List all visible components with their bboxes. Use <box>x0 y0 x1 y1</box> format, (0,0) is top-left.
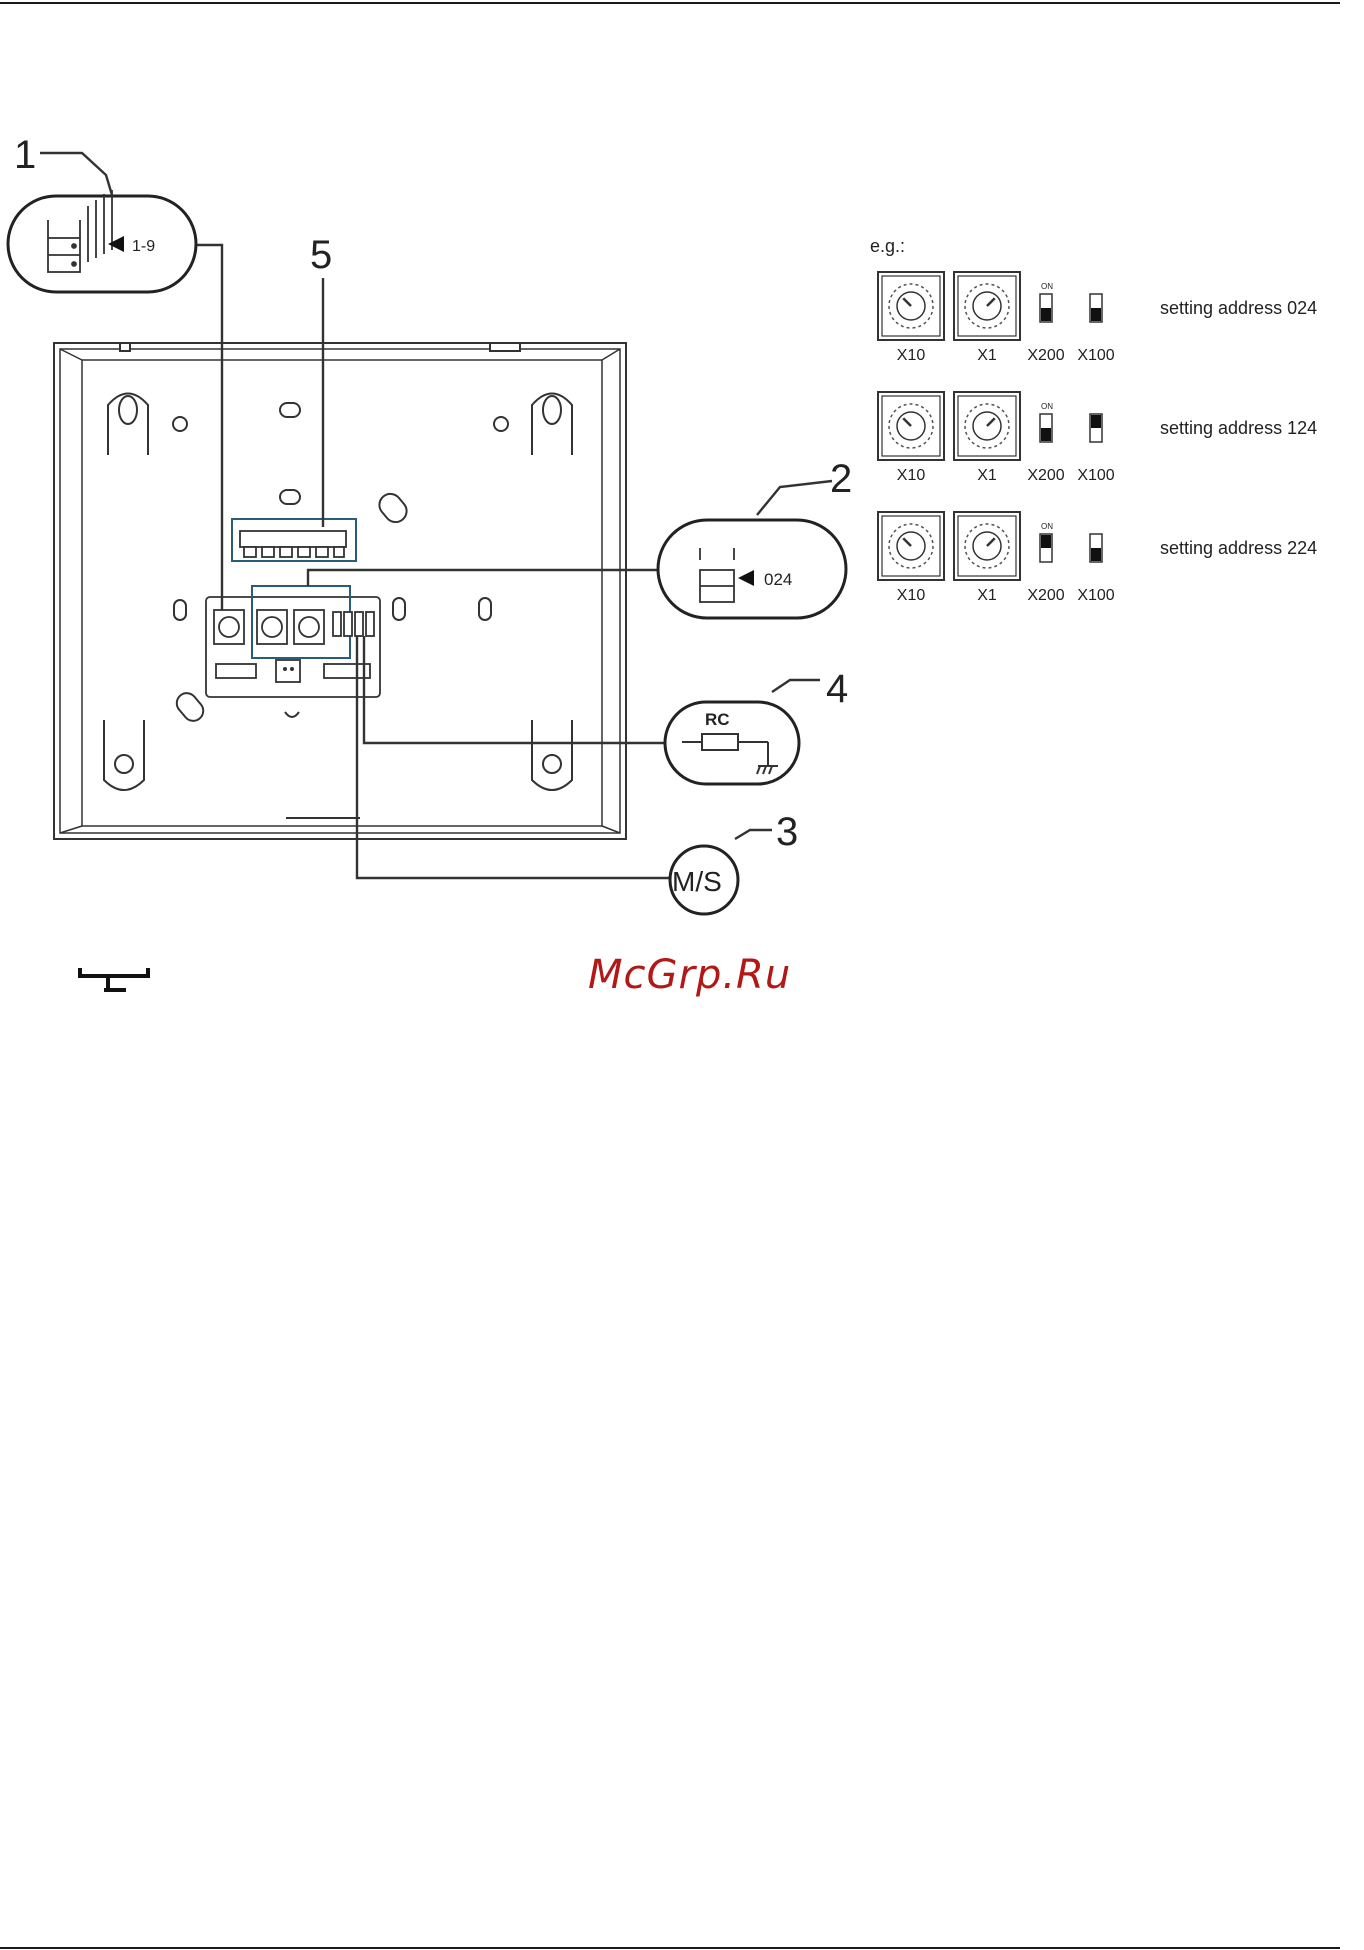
callout-2-number: 2 <box>830 457 852 501</box>
callout-1-number: 1 <box>14 133 36 177</box>
switch-label-x100: X100 <box>1077 467 1114 484</box>
callout-1-bubble <box>8 190 196 292</box>
rotary-switch-x10-icon <box>878 512 944 580</box>
example-row: X10 X1 ON X200 X100 setting address 224 <box>878 512 1317 604</box>
dip-switch-x100-icon <box>1090 534 1102 562</box>
dip-on-label: ON <box>1041 522 1053 531</box>
switch-label-x200: X200 <box>1027 347 1064 364</box>
switch-label-x10: X10 <box>897 587 926 604</box>
switch-label-x100: X100 <box>1077 587 1114 604</box>
rotary-switch-x1-icon <box>954 272 1020 340</box>
switch-label-x1: X1 <box>977 467 997 484</box>
callout-2-bubble <box>658 520 846 618</box>
range-label: 1-9 <box>132 238 155 255</box>
watermark: McGrp.Ru <box>588 952 791 998</box>
device-housing <box>54 343 626 839</box>
mounting-slots <box>104 394 572 819</box>
address-label: 024 <box>764 570 792 589</box>
switch-label-x100: X100 <box>1077 347 1114 364</box>
dip-on-label: ON <box>1041 402 1053 411</box>
switch-label-x10: X10 <box>897 347 926 364</box>
ground-symbol-icon <box>80 968 148 990</box>
rotary-switch-x10-icon <box>878 272 944 340</box>
setting-address-text: setting address 024 <box>1160 298 1317 318</box>
dip-switch-x200-icon: ON <box>1040 402 1053 442</box>
callout-3-number: 3 <box>776 810 798 854</box>
switch-label-x10: X10 <box>897 467 926 484</box>
circuit-board <box>206 586 380 697</box>
rc-label: RC <box>705 710 730 729</box>
dip-switch-x100-icon <box>1090 294 1102 322</box>
dip-on-label: ON <box>1041 282 1053 291</box>
switch-label-x200: X200 <box>1027 587 1064 604</box>
callout-4-number: 4 <box>826 667 848 711</box>
switch-label-x1: X1 <box>977 587 997 604</box>
rotary-switch-x1-icon <box>954 392 1020 460</box>
examples-eg-label: e.g.: <box>870 236 905 256</box>
dip-switch-x200-icon: ON <box>1040 522 1053 562</box>
dip-switch-x100-icon <box>1090 414 1102 442</box>
setting-address-text: setting address 224 <box>1160 538 1317 558</box>
terminal-block <box>232 519 356 561</box>
switch-label-x1: X1 <box>977 347 997 364</box>
switch-label-x200: X200 <box>1027 467 1064 484</box>
rotary-switch-x1-icon <box>954 512 1020 580</box>
ms-label: M/S <box>672 866 722 897</box>
callout-4-bubble <box>665 702 799 784</box>
callout-5-number: 5 <box>310 233 332 277</box>
setting-address-text: setting address 124 <box>1160 418 1317 438</box>
rotary-switch-x10-icon <box>878 392 944 460</box>
example-row: X10 X1 ON X200 X100 setting address 024 <box>878 272 1317 364</box>
example-row: X10 X1 ON X200 X100 setting address 124 <box>878 392 1317 484</box>
dip-switch-x200-icon: ON <box>1040 282 1053 322</box>
